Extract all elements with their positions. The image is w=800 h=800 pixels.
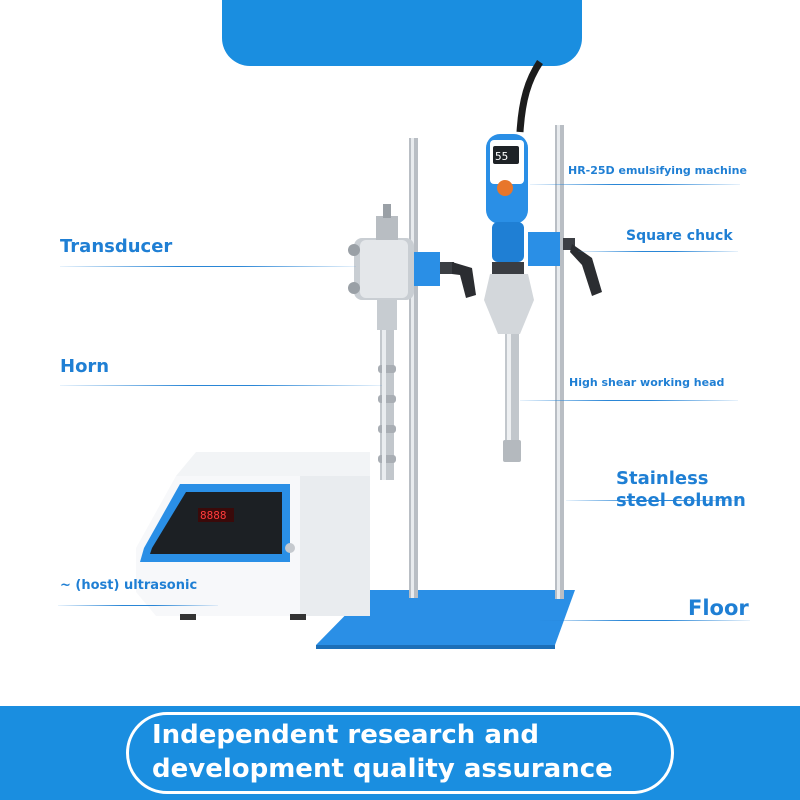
base-plate: [316, 590, 575, 645]
host-readout: 8888: [200, 509, 227, 522]
emulsifying-machine-line: [530, 184, 740, 185]
transducer-line: [60, 266, 356, 267]
horn-line: [60, 385, 382, 386]
footer-line-1: Independent research and: [152, 720, 539, 750]
footer-slogan: Independent research and development qua…: [152, 718, 652, 786]
label-transducer: Transducer: [60, 236, 173, 257]
stainless-column-line: [566, 500, 742, 501]
label-horn: Horn: [60, 356, 110, 377]
label-high-shear-head: High shear working head: [569, 376, 725, 389]
product-illustration: 55 8888: [136, 60, 602, 649]
transducer-unit: [348, 204, 476, 300]
ultrasonic-host: 8888: [136, 452, 370, 620]
label-ultrasonic-host: ~ (host) ultrasonic: [60, 578, 198, 593]
square-chuck-line: [578, 251, 738, 252]
label-square-chuck: Square chuck: [626, 228, 733, 244]
horn-rod: [377, 300, 397, 480]
footer-pill: [126, 712, 674, 794]
ultrasonic-host-line: [58, 605, 218, 606]
top-banner-tab: [222, 0, 582, 66]
footer-line-2: development quality assurance: [152, 754, 613, 784]
floor-line: [540, 620, 750, 621]
emulsifier-unit: 55: [484, 60, 602, 462]
high-shear-head-line: [520, 400, 738, 401]
label-floor: Floor: [688, 596, 749, 620]
label-stainless-line1: Stainless: [616, 468, 709, 489]
emulsifier-readout: 55: [495, 150, 508, 163]
label-emulsifying-machine: HR-25D emulsifying machine: [568, 164, 747, 177]
label-stainless-line2: steel column: [616, 490, 746, 511]
